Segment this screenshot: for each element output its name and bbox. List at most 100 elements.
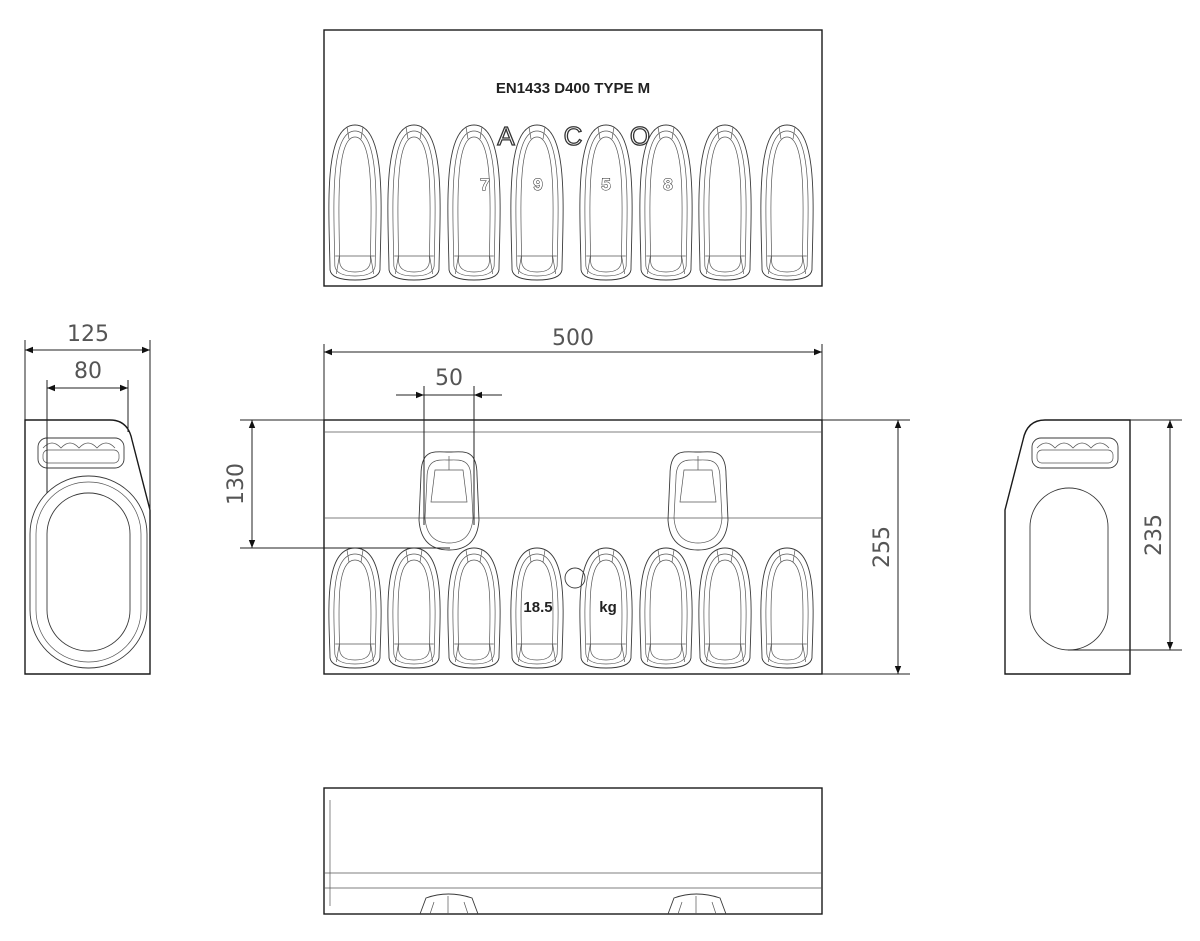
top-pocket-inner xyxy=(708,136,742,273)
top-pocket-mid xyxy=(515,130,559,277)
front-pocket-1 xyxy=(328,547,382,669)
front-pocket-mid xyxy=(392,553,436,665)
lifting-slot-inner xyxy=(424,459,474,544)
top-pocket-6 xyxy=(639,124,693,281)
top-pocket-inner xyxy=(770,136,804,273)
front-pocket-base-corner xyxy=(705,643,745,663)
top-view: EN1433 D400 TYPE M A C O 7 9 5 8 xyxy=(323,29,823,287)
right-handle-inner xyxy=(1036,449,1114,464)
top-pocket-base-corner xyxy=(586,255,626,275)
top-pocket-top-detail xyxy=(716,126,734,140)
front-pocket-top-detail xyxy=(778,549,796,563)
front-pocket-3 xyxy=(447,547,501,669)
dim-500-label: 500 xyxy=(552,326,594,351)
front-pocket-row xyxy=(328,547,814,669)
front-pocket-inner xyxy=(770,559,804,661)
left-side-outline xyxy=(24,419,151,675)
front-pocket-base-corner xyxy=(335,643,375,663)
top-pocket-outer xyxy=(447,124,501,281)
top-pocket-mid xyxy=(333,130,377,277)
dim-80-label: 80 xyxy=(74,359,102,384)
front-pocket-7 xyxy=(698,547,752,669)
front-pocket-4 xyxy=(510,547,564,669)
top-pocket-row xyxy=(328,124,814,281)
top-pocket-outer xyxy=(579,124,633,281)
front-pocket-inner xyxy=(520,559,554,661)
dim-235-label: 235 xyxy=(1142,514,1167,556)
top-pocket-8 xyxy=(760,124,814,281)
front-pocket-outer xyxy=(328,547,382,669)
front-pocket-outer xyxy=(760,547,814,669)
top-pocket-outer xyxy=(760,124,814,281)
bottom-foot-left xyxy=(419,893,479,915)
front-pocket-8 xyxy=(760,547,814,669)
top-pocket-mid xyxy=(392,130,436,277)
right-recess xyxy=(1029,487,1109,651)
top-pocket-top-detail xyxy=(657,126,675,140)
bottom-view-outline xyxy=(323,787,823,915)
logo-letter-a: A xyxy=(497,121,515,151)
left-pocket-outer xyxy=(29,475,148,669)
front-pocket-top-detail xyxy=(405,549,423,563)
top-pocket-base-corner xyxy=(646,255,686,275)
front-pocket-outer xyxy=(579,547,633,669)
left-pocket-inner xyxy=(46,492,131,652)
bottom-foot-left-detail xyxy=(429,896,469,915)
logo-letter-o: O xyxy=(630,121,650,151)
dimensions: 125 80 500 50 130 255 235 xyxy=(24,322,1182,675)
top-view-outline xyxy=(323,29,823,287)
top-pocket-inner xyxy=(589,136,623,273)
front-pocket-outer xyxy=(447,547,501,669)
right-handle-outer xyxy=(1031,437,1119,469)
top-pocket-1 xyxy=(328,124,382,281)
front-pocket-top-detail xyxy=(716,549,734,563)
lifting-slot-window xyxy=(679,469,717,503)
front-pocket-mid xyxy=(644,553,688,665)
front-pocket-base-corner xyxy=(767,643,807,663)
front-slot-row xyxy=(418,451,729,551)
front-pocket-inner xyxy=(397,559,431,661)
left-handle-inner xyxy=(42,449,120,464)
front-pocket-inner xyxy=(589,559,623,661)
front-pocket-top-detail xyxy=(528,549,546,563)
top-pocket-2 xyxy=(387,124,441,281)
left-side-view xyxy=(24,419,151,675)
top-pocket-base-corner xyxy=(705,255,745,275)
top-pocket-outer xyxy=(698,124,752,281)
top-pocket-top-detail xyxy=(597,126,615,140)
front-pocket-outer xyxy=(639,547,693,669)
top-pocket-4 xyxy=(510,124,564,281)
top-pocket-mid xyxy=(452,130,496,277)
top-pocket-base-corner xyxy=(767,255,807,275)
top-pocket-inner xyxy=(338,136,372,273)
front-pocket-mid xyxy=(703,553,747,665)
bottom-view xyxy=(323,787,823,915)
front-pocket-outer xyxy=(387,547,441,669)
front-pocket-outer xyxy=(698,547,752,669)
top-pocket-base-corner xyxy=(517,255,557,275)
front-pocket-base-corner xyxy=(454,643,494,663)
front-pocket-base-corner xyxy=(394,643,434,663)
front-pocket-inner xyxy=(457,559,491,661)
front-pocket-top-detail xyxy=(346,549,364,563)
top-pocket-inner xyxy=(520,136,554,273)
front-pocket-mid xyxy=(765,553,809,665)
top-pocket-outer xyxy=(387,124,441,281)
bottom-foot-right-detail xyxy=(677,896,717,915)
top-pocket-mid xyxy=(644,130,688,277)
front-pocket-inner xyxy=(708,559,742,661)
front-pocket-inner xyxy=(649,559,683,661)
front-pocket-2 xyxy=(387,547,441,669)
right-handle-grip xyxy=(1036,442,1110,449)
top-pocket-base-corner xyxy=(454,255,494,275)
front-pocket-mid xyxy=(333,553,377,665)
top-pocket-base-corner xyxy=(394,255,434,275)
code-digit-3: 5 xyxy=(601,175,610,194)
lifting-slot-1 xyxy=(418,451,480,551)
top-pocket-3 xyxy=(447,124,501,281)
front-pocket-base-corner xyxy=(646,643,686,663)
code-digit-1: 7 xyxy=(480,175,489,194)
top-pocket-inner xyxy=(649,136,683,273)
top-pocket-5 xyxy=(579,124,633,281)
front-center-boss xyxy=(564,567,586,589)
